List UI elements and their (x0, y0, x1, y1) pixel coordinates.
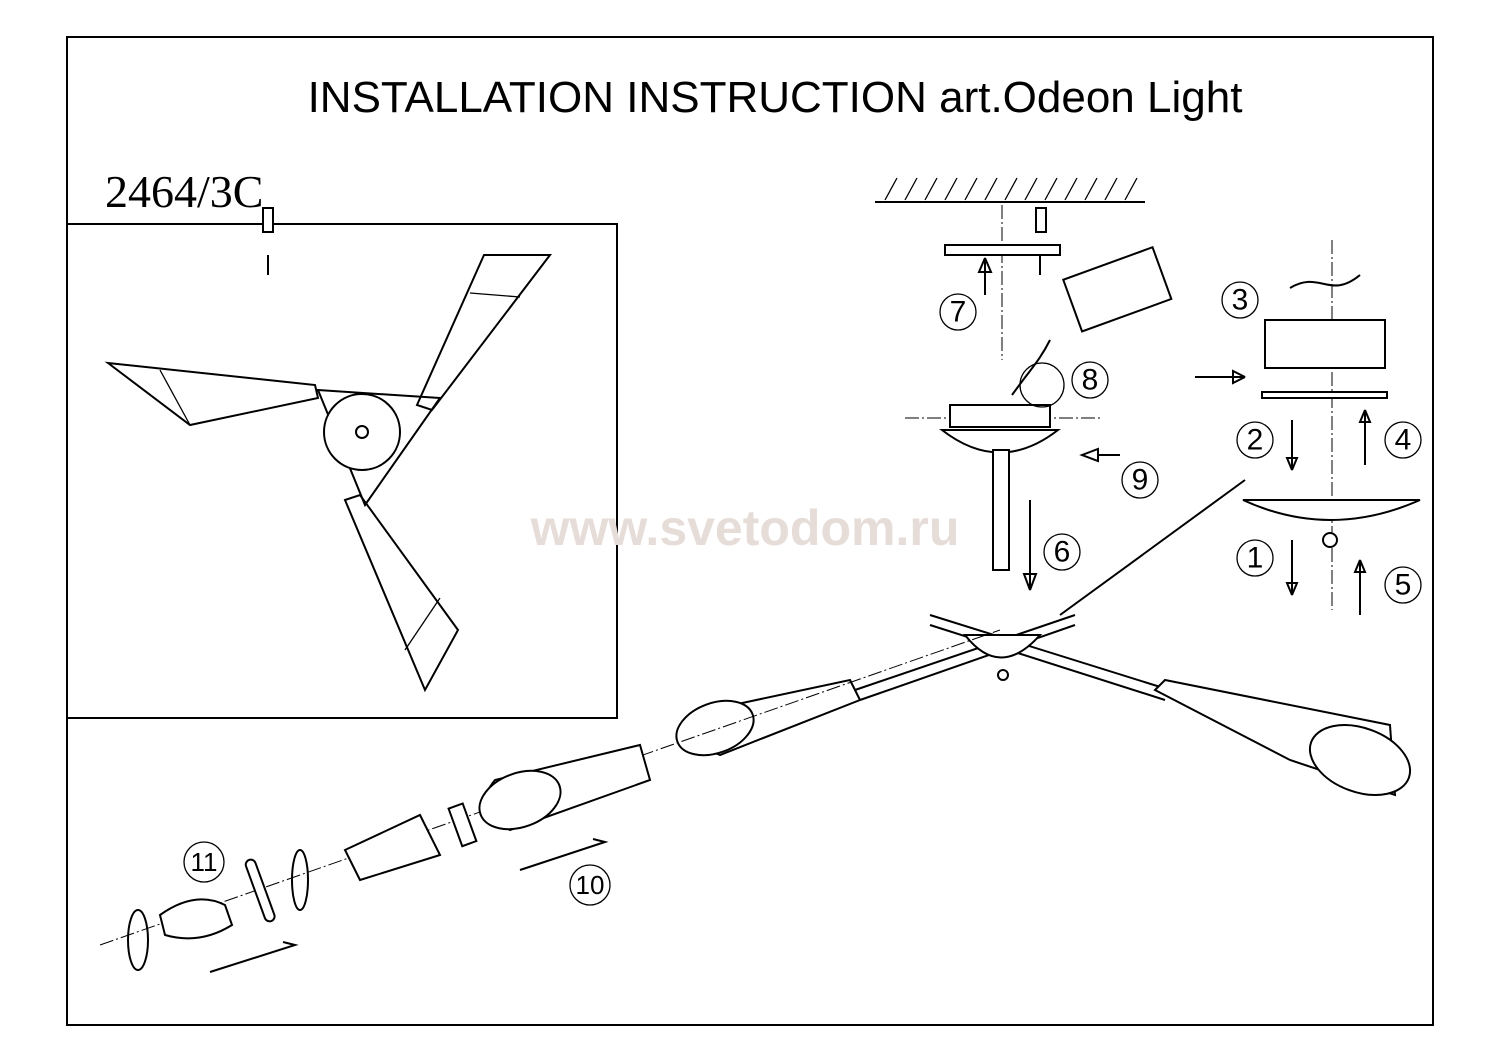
top-view-inset (66, 223, 618, 719)
ceiling-mount (262, 177, 1145, 360)
step-1: 1 (1236, 539, 1274, 577)
canopy-detail (1059, 240, 1421, 616)
step-8: 8 (1071, 361, 1109, 399)
watermark: www.svetodom.ru (530, 500, 960, 556)
svg-text:2: 2 (1247, 424, 1264, 457)
svg-text:6: 6 (1054, 536, 1071, 569)
step-3: 3 (1221, 281, 1259, 319)
svg-text:7: 7 (950, 296, 967, 329)
step-11: 11 (183, 841, 225, 883)
model-number: 2464/3C (105, 166, 263, 217)
step-7: 7 (939, 293, 977, 331)
page-title: INSTALLATION INSTRUCTION art.Odeon Light (308, 73, 1243, 122)
svg-text:8: 8 (1082, 364, 1099, 397)
step-5: 5 (1384, 566, 1422, 604)
svg-text:11: 11 (191, 847, 218, 877)
step-10: 10 (569, 864, 611, 906)
fixture-body (99, 614, 1412, 973)
step-4: 4 (1384, 421, 1422, 459)
svg-text:1: 1 (1247, 542, 1264, 575)
canopy-assembly (905, 245, 1173, 591)
step-6: 6 (1043, 533, 1081, 571)
svg-text:9: 9 (1132, 464, 1149, 497)
step-9: 9 (1121, 461, 1159, 499)
svg-text:4: 4 (1395, 424, 1412, 457)
svg-text:5: 5 (1395, 569, 1412, 602)
step-2: 2 (1236, 421, 1274, 459)
svg-text:10: 10 (576, 870, 605, 900)
svg-text:3: 3 (1232, 284, 1249, 317)
step-labels: 1 2 3 4 5 6 7 8 9 10 11 (183, 281, 1422, 906)
